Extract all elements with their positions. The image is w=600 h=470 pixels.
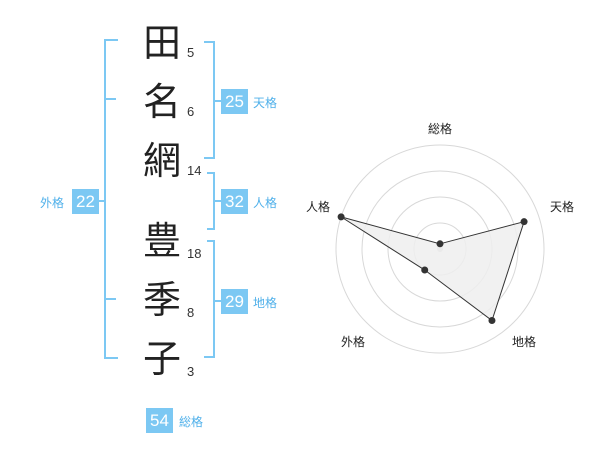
stroke-count-2: 6 xyxy=(187,104,195,119)
chikaku-label: 地格 xyxy=(253,296,278,310)
stroke-count-1: 5 xyxy=(187,45,195,60)
name-char-3: 網 xyxy=(142,139,181,183)
stroke-count-6: 3 xyxy=(187,364,195,379)
name-char-5: 季 xyxy=(142,278,181,322)
axis-label-chikaku: 地格 xyxy=(512,334,536,349)
tenkaku-value: 25 xyxy=(221,89,248,114)
radar-points xyxy=(337,213,528,325)
axis-label-soukaku: 総格 xyxy=(428,121,452,136)
radar-ring xyxy=(335,144,545,354)
name-char-2: 名 xyxy=(142,80,181,124)
radar-point xyxy=(436,240,444,248)
stroke-count-3: 14 xyxy=(187,163,202,178)
soukaku-label: 総格 xyxy=(179,415,204,429)
radar-point xyxy=(337,213,345,221)
name-char-4: 豊 xyxy=(142,219,181,263)
axis-label-jinkaku: 人格 xyxy=(306,199,330,214)
axis-label-gaikaku: 外格 xyxy=(341,334,365,349)
soukaku-value: 54 xyxy=(146,408,173,433)
axis-label-tenkaku: 天格 xyxy=(550,199,574,214)
gaikaku-value: 22 xyxy=(72,189,99,214)
name-char-1: 田 xyxy=(142,21,181,65)
stroke-count-4: 18 xyxy=(187,246,202,261)
radar-ring xyxy=(361,170,519,328)
radar-point xyxy=(520,218,528,226)
radar-point xyxy=(421,266,429,274)
stroke-count-5: 8 xyxy=(187,305,195,320)
gaikaku-label: 外格 xyxy=(40,196,65,210)
radar-area xyxy=(340,216,525,322)
chikaku-value: 29 xyxy=(221,289,248,314)
radar-point xyxy=(488,317,496,325)
jinkaku-value: 32 xyxy=(221,189,248,214)
name-char-6: 子 xyxy=(142,337,181,381)
tenkaku-label: 天格 xyxy=(253,96,278,110)
jinkaku-label: 人格 xyxy=(253,196,278,210)
